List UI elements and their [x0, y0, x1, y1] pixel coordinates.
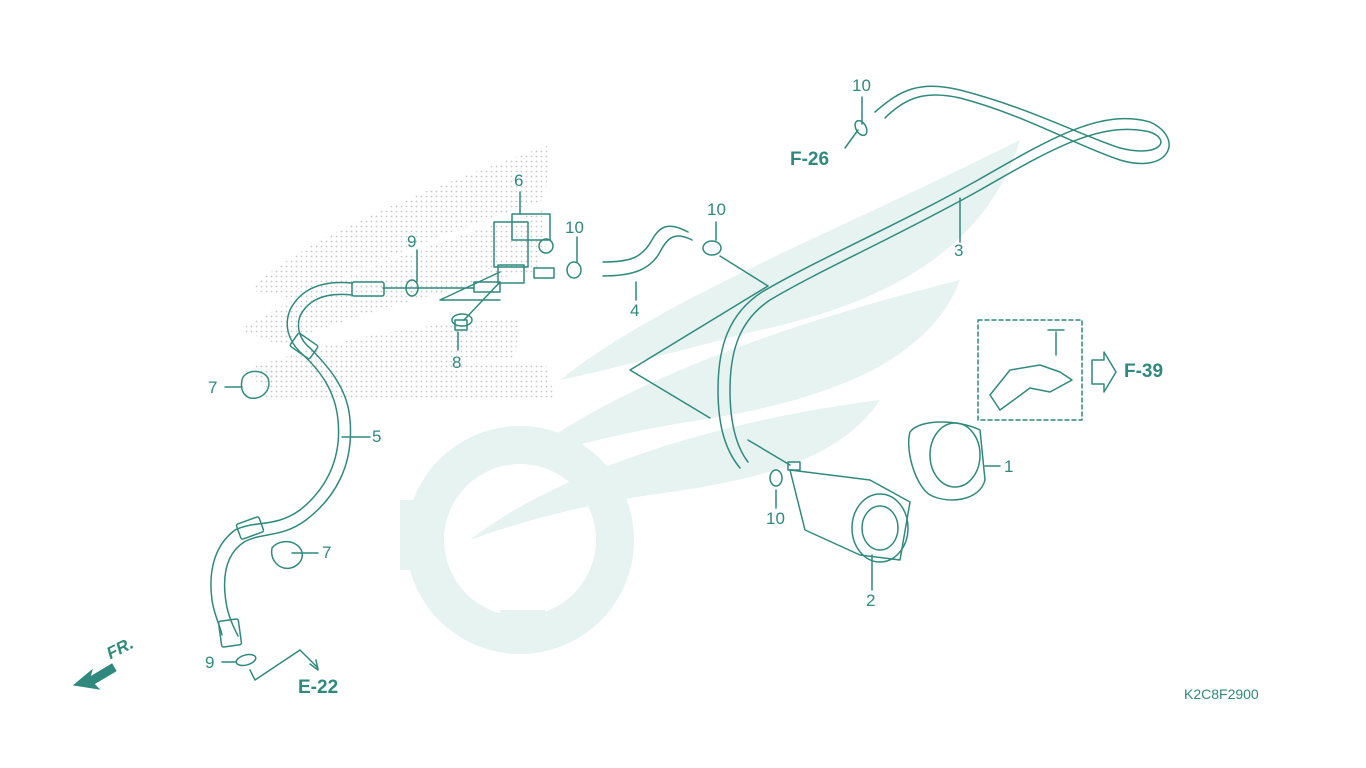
hose-4 [602, 225, 693, 277]
callout-5: 5 [372, 427, 382, 446]
callout-10b: 10 [707, 200, 726, 219]
watermark-stipple-wing [240, 145, 555, 398]
clip-7b [270, 540, 303, 570]
part-lines [210, 85, 1170, 681]
clamp-10a [566, 261, 582, 279]
callout-4: 4 [630, 301, 640, 320]
front-arrow-icon [72, 663, 117, 690]
hose-5-inner [223, 293, 353, 637]
watermark-wing-logo [400, 140, 1020, 654]
callout-3: 3 [954, 241, 964, 260]
diagram-code: K2C8F2900 [1184, 686, 1259, 702]
clamp-9a [405, 279, 419, 297]
clamp-10c [854, 119, 868, 137]
hose-5-outer [210, 281, 353, 636]
callout-10d: 10 [766, 509, 785, 528]
clamp-9b [235, 653, 257, 667]
callout-2: 2 [866, 591, 876, 610]
callout-9a: 9 [407, 232, 417, 251]
callout-7b: 7 [322, 543, 332, 562]
callout-9b: 9 [205, 653, 215, 672]
bracket-box [977, 319, 1083, 421]
callout-6: 6 [514, 171, 524, 190]
clip-7a [240, 370, 270, 399]
canister-2 [787, 461, 911, 563]
callout-10a: 10 [565, 218, 584, 237]
clamp-10d [769, 469, 783, 487]
ref-e22[interactable]: E-22 [298, 677, 339, 698]
tube-3-upper [729, 85, 1162, 463]
tube-3-lower [717, 94, 1170, 469]
callout-1: 1 [1004, 457, 1014, 476]
callout-8: 8 [452, 353, 462, 372]
callout-7a: 7 [208, 378, 218, 397]
solenoid-valve-6 [473, 213, 555, 293]
callout-10c: 10 [852, 76, 871, 95]
clamp-10b [702, 240, 722, 256]
cover-1 [908, 421, 986, 501]
ref-f39[interactable]: F-39 [1124, 361, 1164, 382]
ref-f26[interactable]: F-26 [790, 149, 830, 170]
